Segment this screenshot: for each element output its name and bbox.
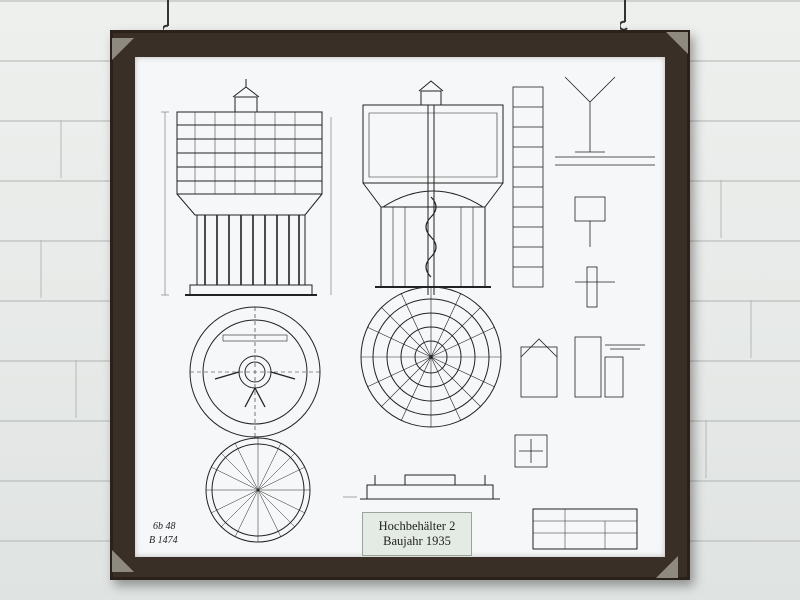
technical-drawings: [161, 76, 655, 550]
title-block: [532, 508, 638, 550]
handwritten-note: 6b 48: [153, 521, 176, 532]
plaque-year: Baujahr 1935: [383, 534, 451, 548]
title-plaque: Hochbehälter 2 Baujahr 1935: [362, 512, 472, 556]
mortar-joint: [60, 120, 62, 178]
tower-section-drawing: [362, 80, 504, 295]
mortar-joint: [75, 360, 77, 418]
radial-plan-drawing: [360, 286, 502, 428]
handwritten-note: B 1474: [149, 535, 178, 546]
blueprint-board: 6b 48 B 1474 Hochbehälter 2 Baujahr 1935: [135, 57, 665, 557]
foundation-plan-drawing: [189, 306, 321, 438]
section-a-a-drawing: [360, 474, 500, 500]
mortar-joint: [720, 180, 722, 238]
section-detail-drawings: [512, 76, 655, 468]
foundation-slab-drawing: [205, 437, 311, 543]
hanging-hook-right: [620, 0, 628, 31]
tower-elevation-drawing: [176, 79, 323, 296]
plaque-title: Hochbehälter 2: [378, 519, 456, 533]
mortar-joint: [750, 300, 752, 358]
mortar-joint: [40, 240, 42, 298]
dimension-lines: [161, 111, 357, 498]
mortar-joint: [705, 420, 707, 478]
